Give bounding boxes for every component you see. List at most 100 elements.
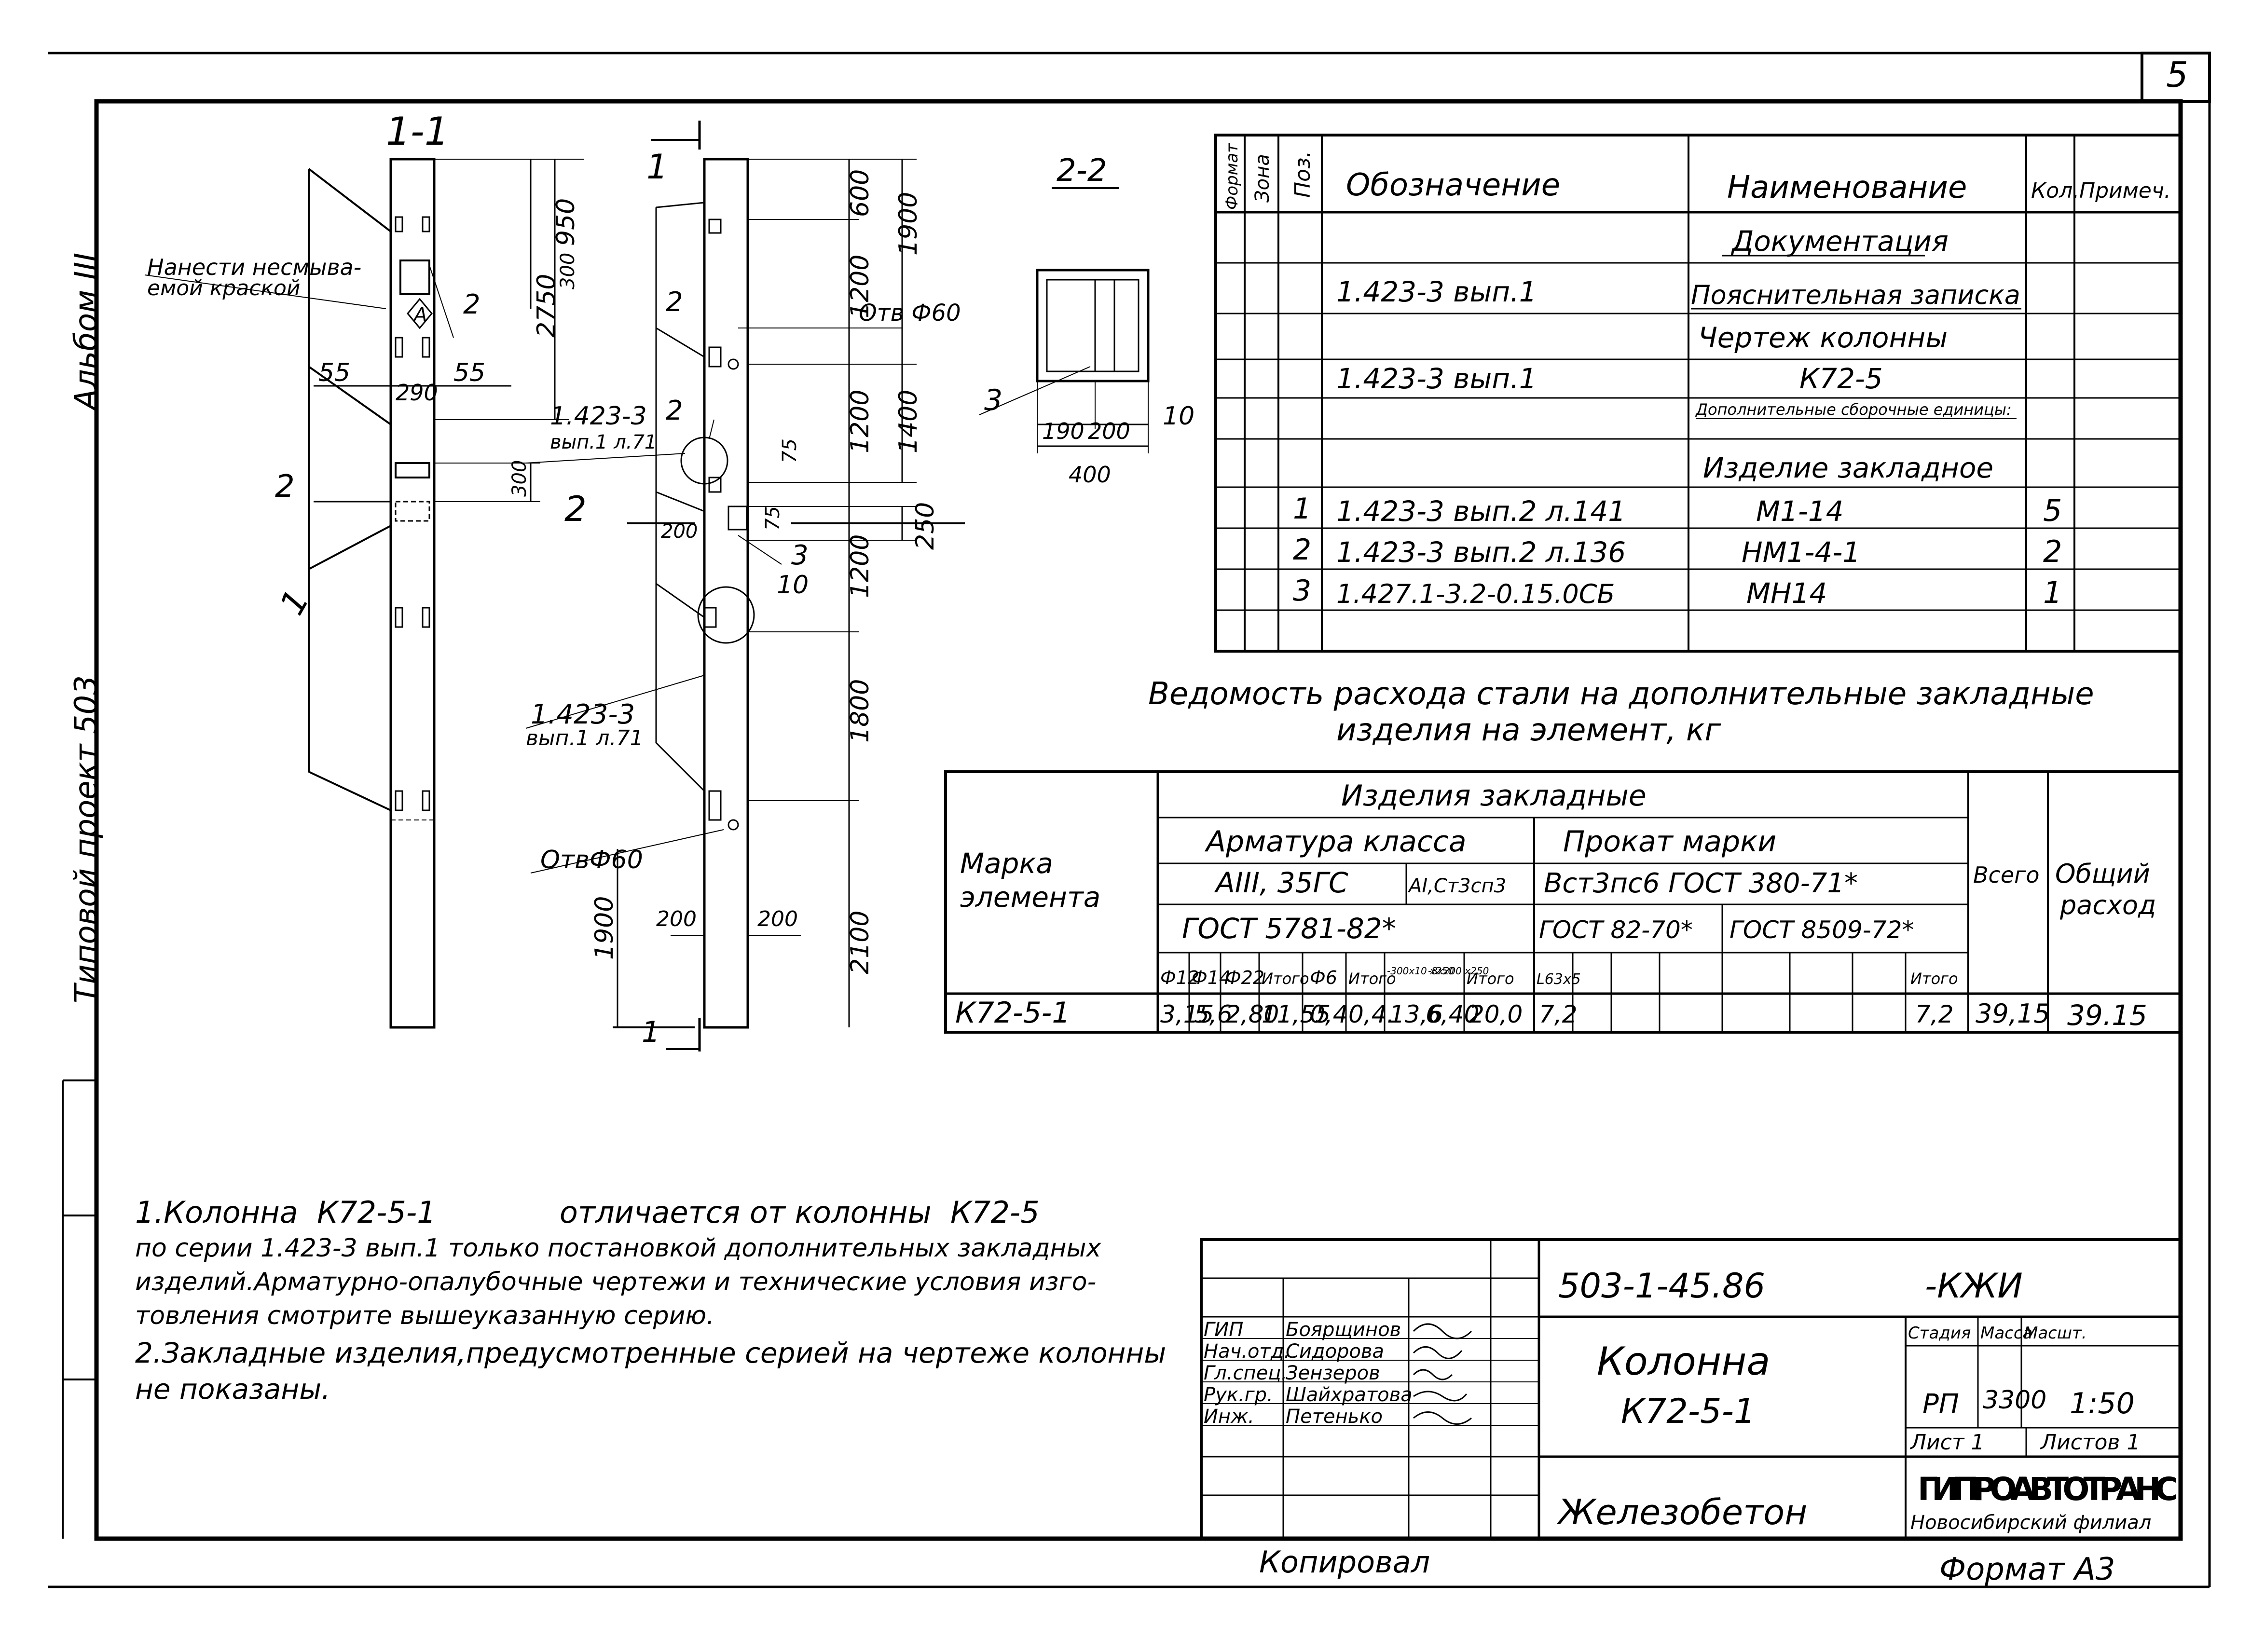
pos-2-elev-b: 2 xyxy=(666,395,683,426)
steel-armatura: Арматура класса xyxy=(1204,825,1467,859)
dim-200b: 200 xyxy=(656,907,697,931)
section-2-2-label: 2-2 xyxy=(1057,153,1107,189)
steel-val: 3,15 xyxy=(1160,1000,1214,1028)
pos-2-elev: 2 xyxy=(666,287,683,318)
pos-2-label: 2 xyxy=(463,289,480,320)
dim-290: 290 xyxy=(396,380,438,406)
pos-3-elev: 3 xyxy=(791,540,809,571)
spec-row-pos: 1 xyxy=(1293,492,1311,526)
steel-obsh-1: Общий xyxy=(2055,859,2150,889)
dim-75b: 75 xyxy=(762,506,784,531)
tb-role: Рук.гр. xyxy=(1204,1384,1273,1406)
spec-row-qty: 1 xyxy=(2043,575,2062,610)
spec-row-name: НМ1-4-1 xyxy=(1742,536,1860,569)
note-line: не показаны. xyxy=(135,1373,330,1406)
steel-col: Итого xyxy=(1467,969,1514,988)
dim-600: 600 xyxy=(846,169,875,217)
steel-title-1: Ведомость расхода стали на дополнительны… xyxy=(1148,676,2094,712)
hole-a: Отв Ф60 xyxy=(859,300,961,327)
signature-marks xyxy=(1413,1323,1472,1425)
steel-data-row: К72-5-1 3,15 5,6 2,80 11,55 0,4 0,4. 13,… xyxy=(955,996,2147,1032)
dim-200s: 200 xyxy=(1088,418,1130,444)
steel-row-mark: К72-5-1 xyxy=(955,996,1071,1030)
spec-row-designation: 1.423-3 вып.2 л.136 xyxy=(1336,536,1626,569)
steel-val: 7,2 xyxy=(1915,1000,1954,1028)
steel-gost82: ГОСТ 82-70* xyxy=(1539,916,1693,944)
tb-stage: РП xyxy=(1922,1389,1959,1420)
tb-org: ГИПРОАВТОТРАНС xyxy=(1918,1471,2178,1508)
steel-val: 0,4. xyxy=(1348,1000,1394,1028)
dim-300a: 300 xyxy=(557,253,579,289)
steel-val: 7,2 xyxy=(1539,1000,1578,1028)
tb-stage-h: Стадия xyxy=(1908,1324,1971,1343)
section-1-1-label: 1-1 xyxy=(386,109,449,154)
tb-role: ГИП xyxy=(1204,1319,1243,1341)
note-line: товления смотрите вышеуказанную серию. xyxy=(135,1301,714,1330)
dim-1900a: 1900 xyxy=(894,192,923,256)
steel-val: 20,0 xyxy=(1469,1000,1523,1028)
tb-title-1: Колонна xyxy=(1597,1339,1770,1384)
steel-izdelia: Изделия закладные xyxy=(1341,779,1647,813)
spec-row-designation: 1.423-3 вып.2 л.141 xyxy=(1336,495,1626,528)
ref-b-line1: 1.423-3 xyxy=(531,699,635,730)
pos-1-label: 1 xyxy=(272,583,317,622)
spec-rows: Документация 1.423-3 вып.1 Пояснительная… xyxy=(1293,225,2062,610)
steel-vsego: Всего xyxy=(1973,862,2039,888)
title-people: ГИП Боярщинов Нач.отд. Сидорова Гл.спец.… xyxy=(1204,1319,1472,1428)
steel-title-2: изделия на элемент, кг xyxy=(1336,712,1721,748)
spec-h-zone: Зона xyxy=(1251,154,1274,203)
section-mark-1-top: 1 xyxy=(646,147,668,187)
spec-row-designation: 1.427.1-3.2-0.15.0СБ xyxy=(1336,579,1615,609)
pos-10-section: 10 xyxy=(1163,402,1194,431)
steel-val: 11,55 xyxy=(1262,1000,1331,1028)
steel-a1: АI,Ст3сп3 xyxy=(1407,875,1506,897)
note-line: 1.Колонна К72-5-1 отличается от колонны … xyxy=(135,1195,1040,1230)
spec-table-grid xyxy=(1214,134,2182,653)
tb-scale-h: Масшт. xyxy=(2024,1324,2087,1343)
spec-row-name: М1-14 xyxy=(1756,495,1844,528)
steel-val: 2,80 xyxy=(1225,1000,1279,1028)
ref-a-line1: 1.423-3 xyxy=(550,402,647,431)
spec-row-name: Пояснительная записка xyxy=(1691,280,2020,310)
spec-h-pos: Поз. xyxy=(1290,151,1315,198)
pos-3-section: 3 xyxy=(984,383,1002,417)
column-elevation xyxy=(525,121,965,1051)
tb-sheets: Листов 1 xyxy=(2040,1430,2140,1455)
steel-col: -8х200 х250 xyxy=(1428,965,1489,977)
dim-1900b: 1900 xyxy=(590,896,619,960)
spec-h-note: Примеч. xyxy=(2079,178,2171,203)
spec-row-designation: 1.423-3 вып.1 xyxy=(1336,275,1537,308)
spec-row-name: МН14 xyxy=(1746,577,1827,610)
steel-gost5781: ГОСТ 5781-82* xyxy=(1182,912,1396,945)
tb-name: Шайхратова xyxy=(1286,1384,1413,1406)
dim-1200b: 1200 xyxy=(846,390,875,453)
spec-h-name: Наименование xyxy=(1727,170,1967,205)
note-line: 2.Закладные изделия,предусмотренные сери… xyxy=(135,1337,1166,1369)
steel-row-overall: 39.15 xyxy=(2067,999,2147,1032)
tb-branch: Новосибирский филиал xyxy=(1910,1512,2151,1534)
paint-note-line1: Нанести несмыва- xyxy=(147,254,361,280)
dim-1200c: 1200 xyxy=(846,534,875,598)
dim-400: 400 xyxy=(1069,462,1111,488)
note-line: изделий.Арматурно-опалубочные чертежи и … xyxy=(135,1268,1096,1297)
steel-col: Ф22 xyxy=(1225,967,1264,988)
dim-2100: 2100 xyxy=(846,911,875,974)
diamond-label: A xyxy=(412,304,427,326)
tb-title-2: К72-5-1 xyxy=(1621,1392,1755,1431)
steel-vst: Вст3пс6 ГОСТ 380-71* xyxy=(1544,868,1858,899)
steel-col: Ф14 xyxy=(1192,967,1231,988)
section-mark-1-bottom: 1 xyxy=(642,1015,660,1049)
dim-1800: 1800 xyxy=(846,679,875,743)
dim-950: 950 xyxy=(551,198,580,246)
dim-75a: 75 xyxy=(779,438,801,463)
steel-col: -300х10 х250 xyxy=(1387,965,1454,977)
pos-2-label-left: 2 xyxy=(275,469,295,505)
steel-marka-2: элемента xyxy=(960,881,1100,914)
tb-name: Сидорова xyxy=(1286,1340,1384,1363)
notes-block: 1.Колонна К72-5-1 отличается от колонны … xyxy=(135,1195,1166,1406)
tb-name: Зензеров xyxy=(1286,1362,1380,1384)
hole-b: ОтвФ60 xyxy=(540,846,643,874)
tb-material: Железобетон xyxy=(1556,1492,1807,1532)
dim-190: 190 xyxy=(1042,418,1084,444)
